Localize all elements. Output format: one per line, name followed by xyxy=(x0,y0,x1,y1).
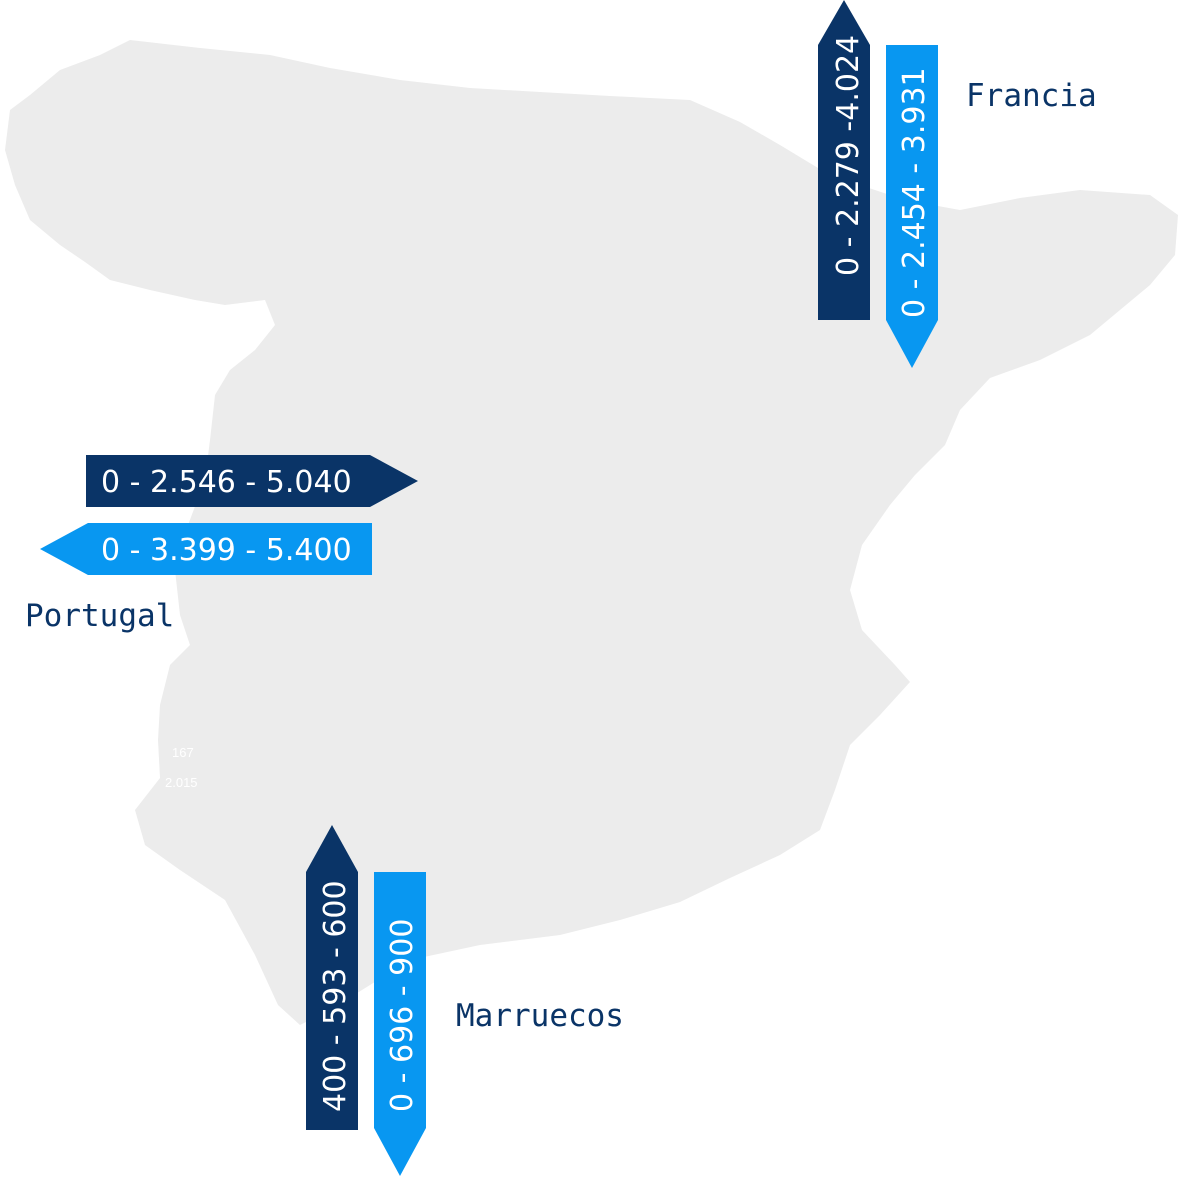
country-label-portugal: Portugal xyxy=(25,598,175,634)
francia-import-arrow: 0 - 2.454 - 3.931 xyxy=(886,45,938,368)
francia-import-arrow-shape xyxy=(886,45,938,368)
portugal-export-arrow-label: 0 - 2.546 - 5.040 xyxy=(101,465,352,500)
spain-land-shape xyxy=(5,40,1178,1025)
portugal-export-arrow: 0 - 2.546 - 5.040 xyxy=(86,455,418,507)
portugal-import-arrow-shape xyxy=(40,523,372,575)
francia-export-arrow: 0 - 2.279 -4.024 xyxy=(818,0,870,320)
faint-label-a: 167 xyxy=(172,745,194,760)
marruecos-import-arrow: 0 - 696 - 900 xyxy=(374,872,426,1176)
marruecos-import-arrow-shape xyxy=(374,872,426,1176)
francia-export-arrow-label: 0 - 2.279 -4.024 xyxy=(831,35,866,276)
francia-export-arrow-shape xyxy=(818,0,870,320)
marruecos-import-arrow-label: 0 - 696 - 900 xyxy=(385,919,420,1112)
portugal-import-arrow: 0 - 3.399 - 5.400 xyxy=(40,523,372,575)
faint-label-b: 2.015 xyxy=(165,775,198,790)
country-label-marruecos: Marruecos xyxy=(456,998,624,1034)
francia-import-arrow-label: 0 - 2.454 - 3.931 xyxy=(897,67,932,318)
portugal-export-arrow-shape xyxy=(86,455,418,507)
marruecos-export-arrow-label: 400 - 593 - 600 xyxy=(318,880,353,1112)
marruecos-export-arrow: 400 - 593 - 600 xyxy=(306,825,358,1130)
country-label-francia: Francia xyxy=(966,78,1097,114)
portugal-import-arrow-label: 0 - 3.399 - 5.400 xyxy=(101,533,352,568)
marruecos-export-arrow-shape xyxy=(306,825,358,1130)
